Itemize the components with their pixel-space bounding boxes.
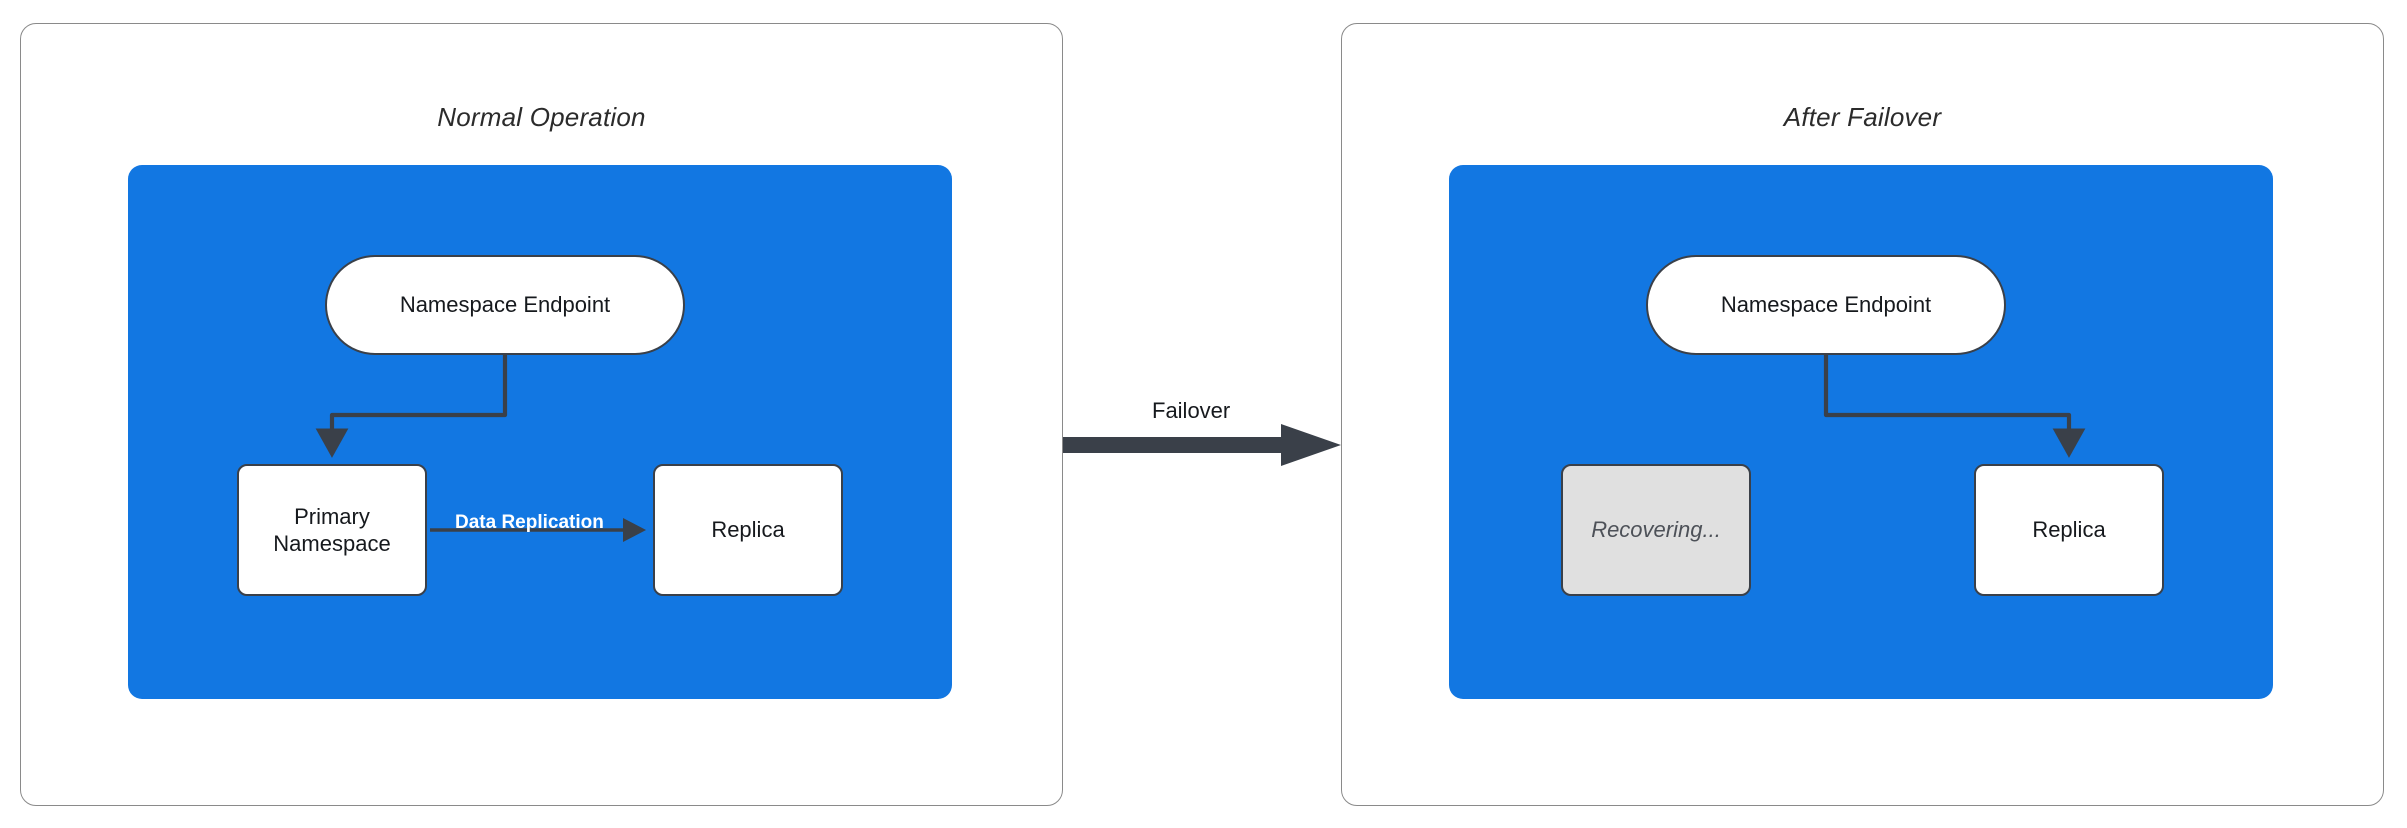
node-label: Replica [711,517,785,543]
node-label: Namespace Endpoint [399,292,611,318]
edge-label-failover: Failover [1152,398,1231,423]
node-namespace-endpoint-normal[interactable]: Namespace Endpoint [325,255,685,355]
zone-normal-operation [128,165,952,699]
node-label: Recovering... [1591,517,1721,543]
edge-label-data-replication: Data Replication [455,512,604,533]
failover-arrow [1063,424,1341,466]
node-recovering[interactable]: Recovering... [1561,464,1751,596]
panel-title-normal-operation: Normal Operation [437,102,646,132]
node-replica-normal[interactable]: Replica [653,464,843,596]
zone-after-failover [1449,165,2273,699]
node-primary-namespace[interactable]: Primary Namespace [237,464,427,596]
node-label: Replica [2032,517,2106,543]
node-label-line1: Primary [294,503,370,529]
node-label-line2: Namespace [273,531,391,556]
node-label: Namespace Endpoint [1720,292,1932,318]
panel-title-after-failover: After Failover [1783,102,1942,132]
node-replica-failover[interactable]: Replica [1974,464,2164,596]
node-label: Primary Namespace [273,503,390,558]
node-namespace-endpoint-failover[interactable]: Namespace Endpoint [1646,255,2006,355]
